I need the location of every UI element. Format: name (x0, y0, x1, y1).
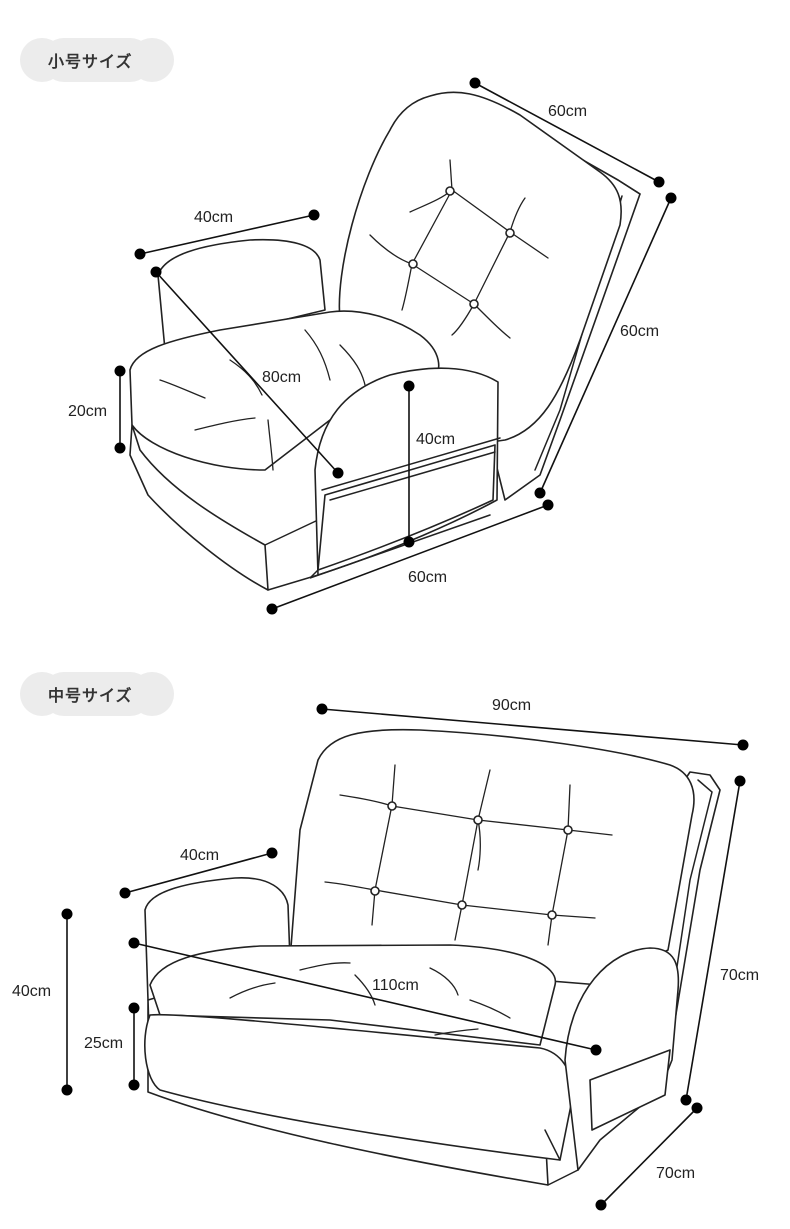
small-seat-height-label: 20cm (68, 403, 107, 420)
small-back-depth-label: 60cm (548, 103, 587, 120)
small-back-height-label: 60cm (620, 323, 659, 340)
medium-back-width-label: 90cm (492, 697, 531, 714)
medium-size-label: 中号サイズ (48, 688, 133, 705)
medium-back-height-label: 70cm (720, 967, 759, 984)
small-size-label: 小号サイズ (48, 54, 133, 71)
small-dimensions: 60cm 60cm 40cm 80cm 20cm 40cm 60cm (68, 77, 677, 615)
medium-sofa-drawing (144, 728, 721, 1186)
medium-width-label: 110cm (372, 977, 419, 994)
small-diagonal-label: 80cm (262, 369, 301, 386)
small-width-label: 60cm (408, 569, 447, 586)
medium-seat-height-label: 25cm (84, 1035, 123, 1052)
small-arm-length-label: 40cm (194, 209, 233, 226)
medium-total-height-label: 40cm (12, 983, 51, 1000)
medium-size-badge: 中号サイズ (20, 672, 180, 716)
small-arm-height-label: 40cm (416, 431, 455, 448)
medium-dimensions: 90cm 40cm 40cm 25cm 110cm 70cm 70cm (12, 697, 759, 1211)
small-size-badge: 小号サイズ (20, 38, 180, 82)
small-chair-drawing (129, 91, 641, 591)
medium-depth-label: 70cm (656, 1165, 695, 1182)
medium-arm-length-label: 40cm (180, 847, 219, 864)
